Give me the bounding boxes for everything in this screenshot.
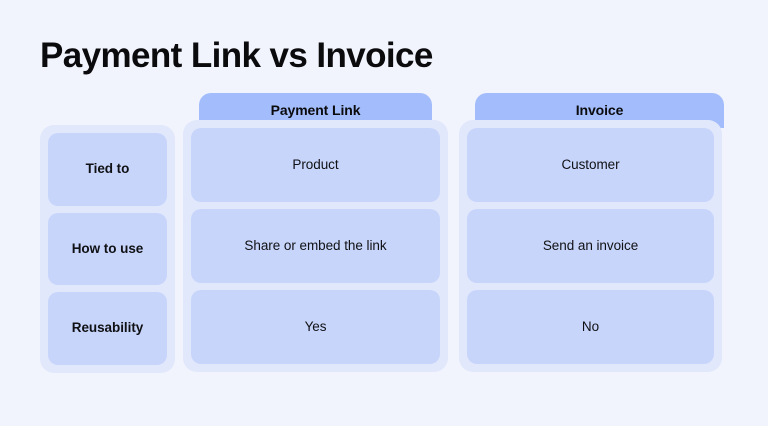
row-label-cell: How to use: [48, 212, 167, 286]
table-cell: No: [467, 290, 714, 364]
row-label-cell: Reusability: [48, 292, 167, 366]
row-label-text: Tied to: [85, 160, 130, 176]
table-cell: Send an invoice: [467, 209, 714, 283]
cell-text: Send an invoice: [542, 237, 639, 253]
cell-text: Yes: [304, 318, 327, 334]
column-header-label: Payment Link: [270, 102, 361, 118]
row-label-cell: Tied to: [48, 133, 167, 206]
cell-text: Product: [292, 156, 339, 172]
column-body-payment-link: Product Share or embed the link Yes: [183, 120, 448, 372]
table-cell: Share or embed the link: [191, 209, 440, 283]
row-label-text: Reusability: [71, 320, 144, 336]
table-cell: Product: [191, 128, 440, 202]
page-title: Payment Link vs Invoice: [40, 36, 433, 75]
column-header-label: Invoice: [575, 102, 624, 118]
table-cell: Customer: [467, 128, 714, 202]
table-cell: Yes: [191, 290, 440, 364]
row-label-text: How to use: [71, 240, 144, 256]
cell-text: Share or embed the link: [244, 237, 387, 253]
row-label-container: Tied to How to use Reusability: [40, 125, 175, 373]
column-body-invoice: Customer Send an invoice No: [459, 120, 722, 372]
cell-text: Customer: [561, 156, 620, 172]
cell-text: No: [581, 318, 600, 334]
